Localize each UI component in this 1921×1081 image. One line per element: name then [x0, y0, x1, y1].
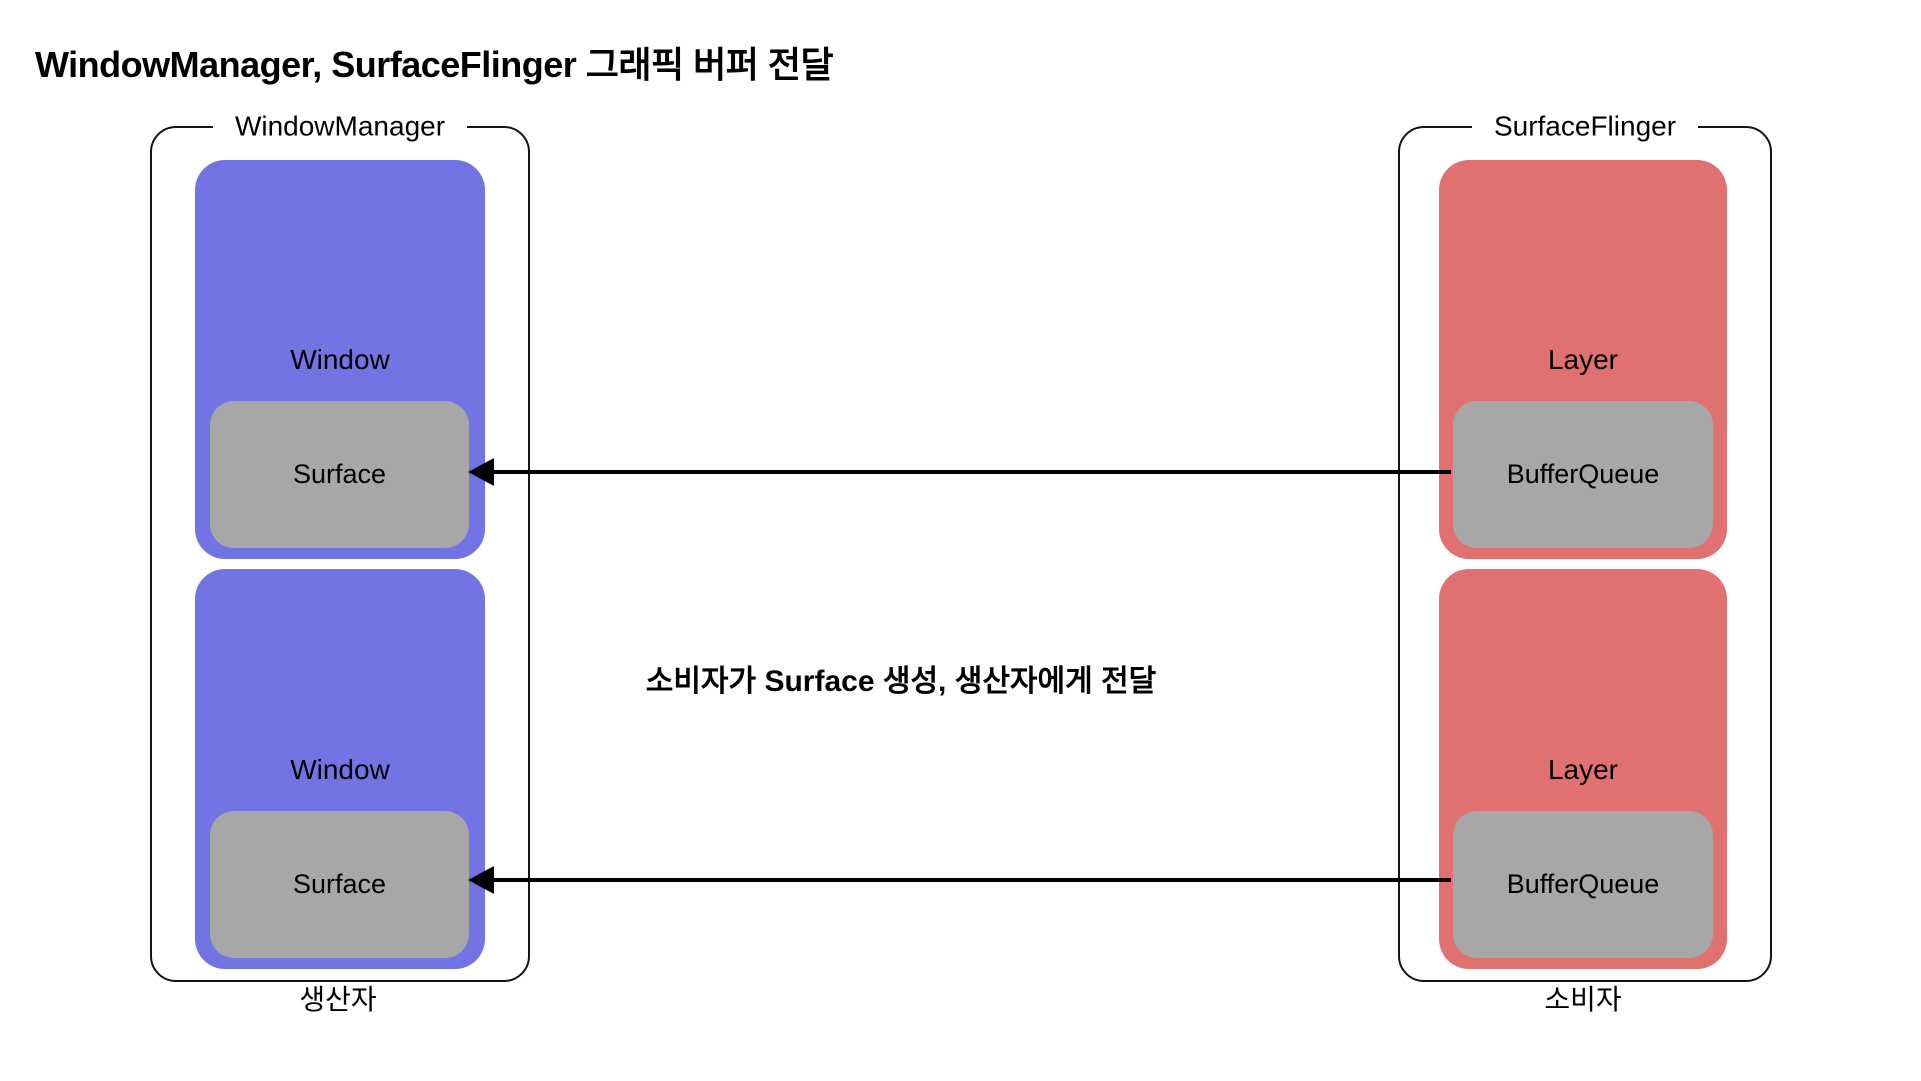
- surfaceflinger-container-label: SurfaceFlinger: [1471, 110, 1699, 143]
- surfaceflinger-container: SurfaceFlinger Layer BufferQueue Layer B…: [1398, 110, 1772, 982]
- buffer-transfer-arrow-line-2: [492, 878, 1451, 882]
- window-box-2-label: Window: [290, 754, 390, 785]
- surface-box-1-label: Surface: [292, 459, 387, 489]
- bufferqueue-box-1: BufferQueue: [1453, 401, 1713, 548]
- window-box-1: Window Surface: [195, 160, 485, 559]
- consumer-role-label: 소비자: [1544, 984, 1622, 1015]
- layer-box-1: Layer BufferQueue: [1439, 160, 1727, 559]
- windowmanager-container: WindowManager Window Surface Window Surf…: [150, 110, 530, 982]
- bufferqueue-box-2-label: BufferQueue: [1506, 869, 1660, 899]
- surface-box-2-label: Surface: [292, 869, 387, 899]
- layer-box-2-label: Layer: [1547, 754, 1619, 785]
- layer-box-1-label: Layer: [1547, 344, 1619, 375]
- bufferqueue-box-1-label: BufferQueue: [1506, 459, 1660, 489]
- transfer-annotation: 소비자가 Surface 생성, 생산자에게 전달: [645, 665, 1157, 698]
- buffer-transfer-arrowhead-2: [468, 866, 494, 894]
- bufferqueue-box-2: BufferQueue: [1453, 811, 1713, 958]
- surface-box-1: Surface: [210, 401, 469, 548]
- window-box-1-label: Window: [290, 344, 390, 375]
- buffer-transfer-arrow-line-1: [492, 470, 1451, 474]
- surface-box-2: Surface: [210, 811, 469, 958]
- windowmanager-container-label: WindowManager: [212, 110, 468, 143]
- layer-box-2: Layer BufferQueue: [1439, 569, 1727, 969]
- window-box-2: Window Surface: [195, 569, 485, 969]
- page-title: WindowManager, SurfaceFlinger 그래픽 버퍼 전달: [35, 44, 834, 85]
- buffer-transfer-arrowhead-1: [468, 458, 494, 486]
- producer-role-label: 생산자: [299, 984, 377, 1015]
